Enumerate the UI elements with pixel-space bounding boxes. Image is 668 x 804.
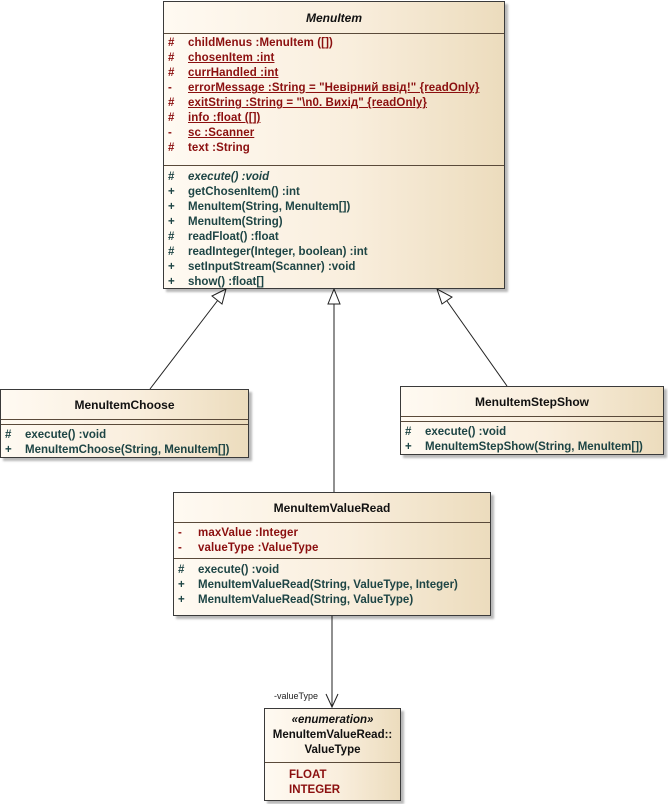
attribute-text: info :float ([]): [188, 112, 261, 124]
attribute-text: errorMessage :String = "Невірний ввід!" …: [188, 82, 480, 94]
attribute-text: valueType :ValueType: [198, 542, 319, 554]
class-menuitemvalueread-attributes: -maxValue :Integer -valueType :ValueType: [174, 523, 490, 559]
operation-text: readInteger(Integer, boolean) :int: [188, 246, 368, 258]
attribute-text: currHandled :int: [188, 67, 279, 79]
class-menuitem[interactable]: MenuItem #childMenus :MenuItem ([]) #cho…: [163, 1, 505, 289]
operation-text: getChosenItem() :int: [188, 186, 300, 198]
operation-row: +show() :float[]: [168, 276, 265, 288]
association-role-label: -valueType: [274, 691, 319, 701]
operation-row: +setInputStream(Scanner) :void: [168, 261, 356, 273]
generalization-stepshow-line: [446, 300, 508, 387]
operation-row: #execute() :void: [405, 426, 507, 438]
class-menuitemvalueread-operations: #execute() :void +MenuItemValueRead(Stri…: [174, 559, 490, 612]
attribute-row: -maxValue :Integer: [178, 527, 299, 539]
attribute-text: childMenus :MenuItem ([]): [188, 37, 333, 49]
attribute-text: text :String: [188, 142, 250, 154]
operation-row: #execute() :void: [168, 171, 270, 183]
class-menuitemchoose-header: MenuItemChoose: [1, 390, 248, 420]
enum-valuetype[interactable]: «enumeration» MenuItemValueRead:: ValueT…: [264, 708, 401, 801]
generalization-choose-line: [149, 299, 219, 390]
operation-text: MenuItemChoose(String, MenuItem[]): [25, 444, 230, 456]
enum-name-line2: ValueType: [304, 744, 361, 756]
operation-row: +MenuItemStepShow(String, MenuItem[]): [405, 441, 643, 453]
operation-text: MenuItemStepShow(String, MenuItem[]): [425, 441, 643, 453]
operation-text: MenuItemValueRead(String, ValueType, Int…: [198, 579, 458, 591]
enum-literal: INTEGER: [289, 784, 341, 796]
operation-text: MenuItemValueRead(String, ValueType): [198, 594, 414, 606]
operation-row: #readFloat() :float: [168, 231, 279, 243]
generalization-valueread-arrowhead: [327, 287, 341, 305]
operation-row: #readInteger(Integer, boolean) :int: [168, 246, 368, 258]
operation-text: show() :float[]: [188, 276, 265, 288]
class-menuitemchoose-operations: #execute() :void +MenuItemChoose(String,…: [1, 425, 248, 462]
operation-row: +getChosenItem() :int: [168, 186, 300, 198]
operation-text: MenuItem(String, MenuItem[]): [188, 201, 351, 213]
attribute-row: #currHandled :int: [168, 67, 279, 79]
generalization-choose-arrowhead: [211, 288, 227, 305]
attribute-row: #childMenus :MenuItem ([]): [168, 37, 333, 49]
operation-text: execute() :void: [25, 429, 107, 441]
class-menuitem-attributes: #childMenus :MenuItem ([]) #chosenItem :…: [164, 34, 504, 166]
class-menuitemstepshow-header: MenuItemStepShow: [401, 387, 663, 417]
operation-row: +MenuItemValueRead(String, ValueType, In…: [178, 579, 458, 591]
class-menuitemchoose[interactable]: MenuItemChoose #execute() :void +MenuIte…: [0, 389, 249, 458]
attribute-text: maxValue :Integer: [198, 527, 299, 539]
enum-literal: FLOAT: [289, 769, 327, 781]
attribute-row: #exitString :String = "\n0. Вихід" {read…: [168, 97, 427, 109]
enum-name-line1: MenuItemValueRead::: [272, 729, 393, 741]
attribute-row: #chosenItem :int: [168, 52, 275, 64]
attribute-text: chosenItem :int: [188, 52, 275, 64]
operation-row: #execute() :void: [5, 429, 107, 441]
operation-text: setInputStream(Scanner) :void: [188, 261, 356, 273]
attribute-row: -valueType :ValueType: [178, 542, 319, 554]
class-menuitemchoose-name: MenuItemChoose: [74, 397, 175, 412]
association-valuetype-arrowhead: [325, 693, 339, 709]
operation-text: execute() :void: [188, 171, 270, 183]
class-menuitem-operations: #execute() :void +getChosenItem() :int +…: [164, 166, 504, 294]
class-menuitemvalueread[interactable]: MenuItemValueRead -maxValue :Integer -va…: [173, 492, 491, 616]
operation-text: MenuItem(String): [188, 216, 283, 228]
operation-row: #execute() :void: [178, 564, 280, 576]
class-menuitemchoose-attributes: [1, 420, 248, 425]
operation-row: +MenuItem(String): [168, 216, 283, 228]
operation-text: execute() :void: [198, 564, 280, 576]
attribute-text: sc :Scanner: [188, 127, 255, 139]
enum-valuetype-header: «enumeration» MenuItemValueRead:: ValueT…: [265, 709, 400, 763]
operation-text: readFloat() :float: [188, 231, 279, 243]
class-menuitemvalueread-header: MenuItemValueRead: [174, 493, 490, 523]
class-menuitemvalueread-name: MenuItemValueRead: [273, 500, 391, 515]
attribute-row: -sc :Scanner: [168, 127, 255, 139]
class-menuitemstepshow-attributes: [401, 417, 663, 422]
operation-row: +MenuItemValueRead(String, ValueType): [178, 594, 414, 606]
operation-row: +MenuItemChoose(String, MenuItem[]): [5, 444, 230, 456]
class-menuitem-name: MenuItem: [305, 10, 362, 25]
attribute-row: -errorMessage :String = "Невірний ввід!"…: [168, 82, 480, 94]
class-menuitemstepshow-name: MenuItemStepShow: [474, 394, 589, 409]
class-menuitemstepshow-operations: #execute() :void +MenuItemStepShow(Strin…: [401, 422, 663, 459]
class-menuitem-header: MenuItem: [164, 2, 504, 34]
generalization-stepshow-arrowhead: [436, 287, 453, 305]
operation-row: +MenuItem(String, MenuItem[]): [168, 201, 351, 213]
operation-text: execute() :void: [425, 426, 507, 438]
attribute-row: #info :float ([]): [168, 112, 261, 124]
enum-stereotype: «enumeration»: [291, 714, 374, 726]
enum-valuetype-literals: FLOAT INTEGER: [265, 763, 400, 802]
attribute-text: exitString :String = "\n0. Вихід" {readO…: [188, 97, 427, 109]
class-menuitemstepshow[interactable]: MenuItemStepShow #execute() :void +MenuI…: [400, 386, 664, 455]
attribute-row: #text :String: [168, 142, 250, 154]
